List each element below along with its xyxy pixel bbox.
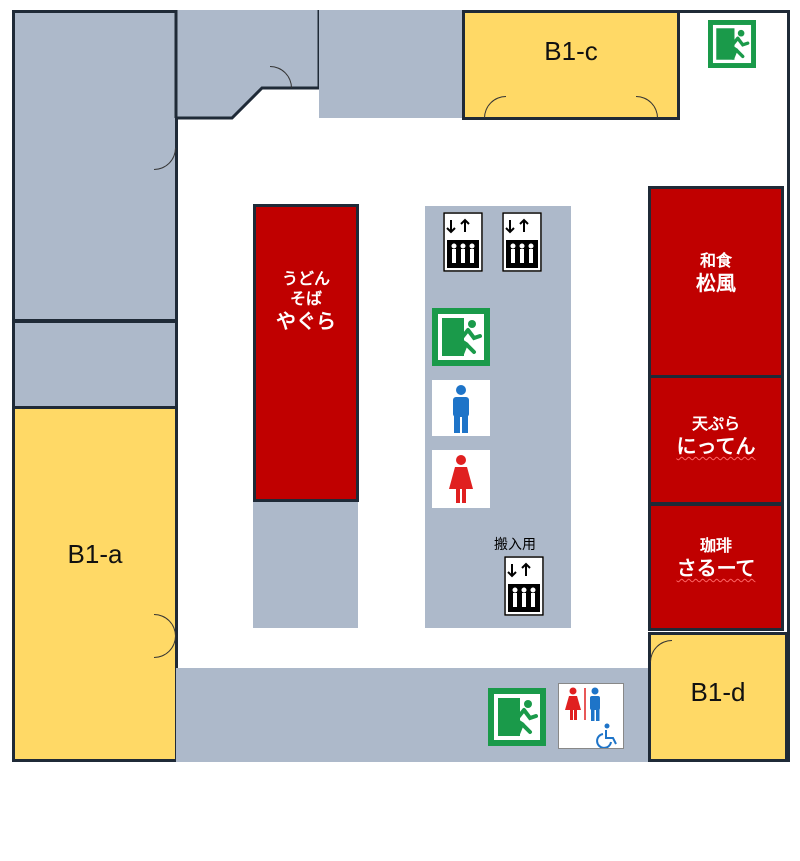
udon-line1: うどん	[281, 269, 330, 288]
udon-line2: そば	[289, 289, 322, 308]
tenant-b1c-label: B1-c	[544, 35, 598, 66]
washoku-genre: 和食	[699, 251, 732, 270]
elevator-icon[interactable]	[502, 212, 542, 272]
coffee-name: さるーて	[676, 556, 756, 580]
restaurant-washoku-matsukaze[interactable]: 和食 松風	[648, 186, 784, 378]
back-area-udon	[253, 498, 358, 628]
multipurpose-toilet-icon	[558, 683, 624, 749]
freight-elevator-label: 搬入用	[494, 537, 536, 553]
coffee-genre: 珈琲	[699, 536, 732, 555]
emergency-exit-icon	[488, 688, 546, 746]
tempura-genre: 天ぷら	[691, 414, 740, 433]
womens-toilet-icon	[432, 450, 490, 508]
tenant-b1d-label: B1-d	[690, 676, 746, 707]
tenant-b1a[interactable]: B1-a	[12, 406, 178, 762]
udon-name: やぐら	[276, 309, 336, 333]
restaurant-udon-soba-yagura[interactable]: うどん そば やぐら	[253, 204, 359, 502]
restaurant-coffee-salute[interactable]: 珈琲 さるーて	[648, 503, 784, 631]
back-area-left-top	[12, 10, 178, 322]
washoku-name: 松風	[696, 271, 736, 295]
elevator-icon[interactable]	[443, 212, 483, 272]
restaurant-tempura-nitten[interactable]: 天ぷら にってん	[648, 375, 784, 505]
emergency-exit-icon	[708, 20, 756, 68]
tempura-name: にってん	[676, 434, 756, 458]
tenant-b1a-label: B1-a	[67, 538, 123, 569]
mens-toilet-icon	[432, 380, 490, 436]
emergency-exit-icon	[432, 308, 490, 366]
back-area-top-second	[319, 10, 464, 118]
elevator-icon[interactable]	[504, 556, 544, 616]
